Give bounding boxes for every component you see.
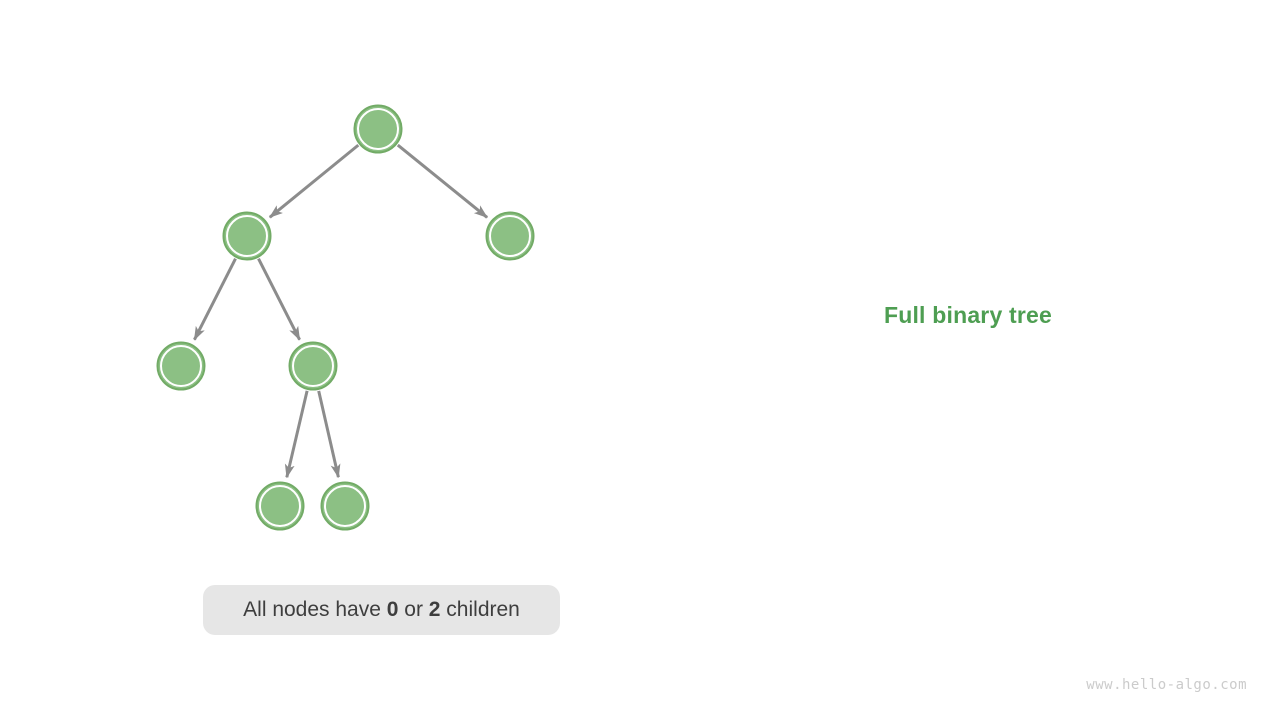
node-circle xyxy=(222,211,272,261)
node-circle xyxy=(288,341,338,391)
caption-text-prefix: All nodes have xyxy=(243,598,387,621)
tree-edge-left-to-left-left xyxy=(193,258,237,341)
node-circle xyxy=(485,211,535,261)
tree-edge-left-right-to-left-right-left xyxy=(284,390,309,479)
node-inner-ring xyxy=(259,485,301,527)
tree-node-left-right-left xyxy=(255,481,305,531)
node-inner-ring xyxy=(292,345,334,387)
node-inner-ring xyxy=(324,485,366,527)
node-circle xyxy=(156,341,206,391)
tree-node-left xyxy=(222,211,272,261)
node-inner-ring xyxy=(160,345,202,387)
caption-text-suffix: children xyxy=(440,598,520,621)
caption-number-two: 2 xyxy=(428,598,441,621)
tree-node-left-left xyxy=(156,341,206,391)
caption-text-middle: or xyxy=(398,598,429,621)
node-inner-ring xyxy=(489,215,531,257)
watermark: www.hello-algo.com xyxy=(1086,677,1247,693)
tree-node-right xyxy=(485,211,535,261)
tree-edge-root-to-right xyxy=(396,143,489,219)
caption-number-zero: 0 xyxy=(386,598,399,621)
tree-edge-left-to-left-right xyxy=(257,258,301,341)
diagram-title: Full binary tree xyxy=(883,302,1053,328)
node-circle xyxy=(320,481,370,531)
tree-node-left-right xyxy=(288,341,338,391)
node-circle xyxy=(353,104,403,154)
tree-node-left-right-right xyxy=(320,481,370,531)
tree-edge-root-to-left xyxy=(268,143,360,219)
node-circle xyxy=(255,481,305,531)
tree-node-root xyxy=(353,104,403,154)
node-inner-ring xyxy=(357,108,399,150)
tree-edge-left-right-to-left-right-right xyxy=(317,390,341,479)
node-inner-ring xyxy=(226,215,268,257)
caption-box: All nodes have 0 or 2 children xyxy=(203,585,560,635)
